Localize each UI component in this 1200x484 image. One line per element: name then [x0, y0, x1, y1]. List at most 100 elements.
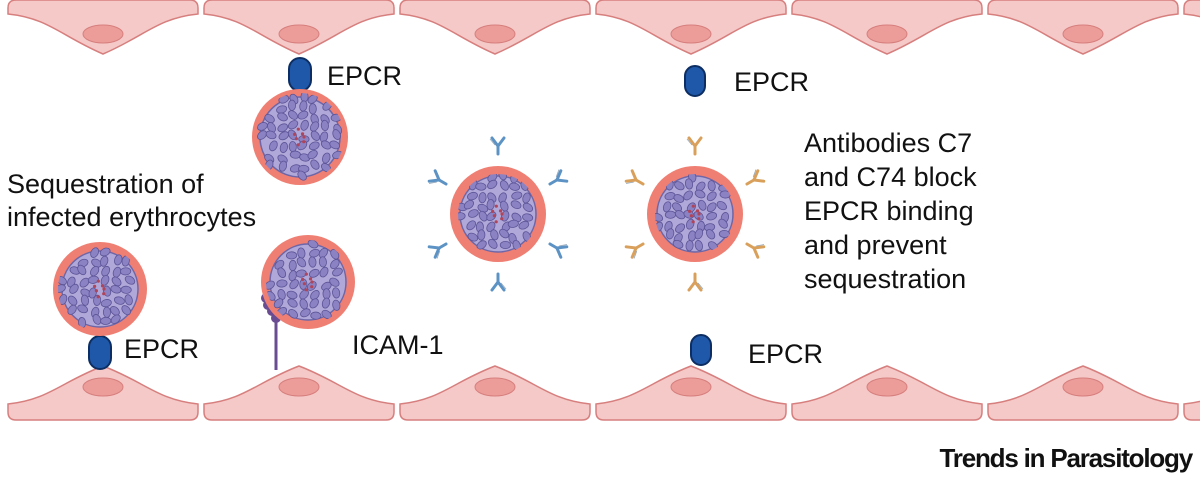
parasite-blob — [286, 290, 298, 300]
parasite-blob — [277, 288, 286, 300]
cell-nucleus — [866, 24, 908, 44]
parasite-blob — [297, 140, 308, 151]
parasite-blob — [308, 256, 317, 268]
parasite-blob — [330, 259, 340, 270]
parasite-blob — [287, 120, 299, 130]
antibody-icon — [687, 272, 704, 292]
parasite-blob — [77, 264, 87, 276]
parasite-blob — [694, 240, 703, 252]
epcr-receptor-top-left — [288, 57, 312, 92]
parasite-blob — [310, 290, 320, 301]
parasite-blob — [297, 110, 309, 120]
erythrocyte-bound-top — [252, 89, 348, 185]
antibody-icon — [548, 242, 569, 259]
parasite-blob — [278, 160, 288, 172]
parasite-core-dot — [301, 277, 305, 281]
parasite-blob — [273, 298, 284, 309]
antibodies-label-line-5: sequestration — [804, 264, 967, 294]
parasite-blob — [113, 296, 125, 305]
parasite-blob — [490, 229, 499, 241]
parasite-blob — [77, 304, 88, 314]
parasite-blob — [318, 256, 327, 268]
epcr-label-top-right: EPCR — [734, 67, 810, 97]
parasite-blob — [300, 308, 311, 318]
parasite-blob — [288, 141, 297, 153]
parasite-blob — [321, 297, 331, 309]
parasite-blob — [329, 140, 341, 150]
cell-nucleus — [474, 377, 516, 397]
endothelium-bottom — [7, 365, 1200, 421]
parasite-blob — [92, 314, 102, 325]
parasite-core-dot — [302, 135, 306, 139]
parasite-blob — [288, 309, 299, 319]
parasite-blob — [507, 219, 519, 228]
parasite-blob — [332, 287, 341, 299]
parasite-blob — [478, 192, 487, 204]
parasite-blob — [279, 142, 288, 154]
parasite-blob — [277, 123, 289, 133]
parasite-blob — [257, 130, 267, 140]
parasite-blob — [288, 99, 297, 111]
erythrocyte-bound-icam — [261, 235, 355, 329]
parasite-blob — [308, 141, 320, 151]
parasite-blob — [466, 191, 478, 201]
parasite-blob — [297, 170, 307, 181]
journal-credit: Trends in Parasitology — [939, 443, 1194, 473]
parasite-blob — [309, 298, 319, 309]
cell-nucleus — [1062, 24, 1104, 44]
parasite-blob — [101, 265, 111, 277]
parasite-blob — [684, 178, 694, 190]
parasite-blob — [87, 275, 99, 284]
parasite-core-dot — [492, 214, 496, 218]
parasite-blob — [310, 159, 320, 170]
parasite-blob — [58, 294, 68, 305]
cell-nucleus — [474, 24, 516, 44]
parasite-blob — [322, 152, 331, 164]
parasite-blob — [264, 114, 275, 124]
parasite-core-dot — [102, 292, 106, 296]
parasite-blob — [289, 279, 299, 290]
antibody-icon — [745, 242, 766, 259]
cell-nucleus — [670, 377, 712, 397]
epcr-label-top-left: EPCR — [327, 61, 403, 91]
parasite-blob — [508, 182, 521, 191]
cell-nucleus — [670, 24, 712, 44]
parasite-blob — [289, 150, 301, 159]
parasite-blob — [522, 213, 534, 222]
parasite-core-dot — [691, 220, 695, 224]
parasite-blob — [511, 191, 523, 200]
epcr-label-bottom-right: EPCR — [748, 339, 824, 369]
parasite-core-dot — [302, 140, 306, 144]
parasite-blob — [487, 179, 498, 190]
parasite-blob — [286, 251, 298, 260]
antibodies-label-line-1: Antibodies C7 — [804, 128, 973, 158]
parasite-blob — [518, 220, 530, 230]
parasite-blob — [99, 247, 111, 257]
parasite-core-dot — [100, 284, 105, 288]
parasite-blob — [707, 180, 716, 192]
parasite-blob — [486, 199, 495, 211]
parasite-core-dot — [691, 204, 695, 208]
cell-nucleus — [82, 377, 124, 397]
parasite-blob — [675, 223, 686, 233]
parasite-blob — [88, 287, 97, 299]
parasite-blob — [111, 276, 122, 287]
parasite-blob — [467, 209, 479, 218]
antibody-icon — [427, 169, 448, 186]
parasite-blob — [300, 119, 309, 131]
parasite-blob — [673, 194, 685, 203]
parasite-blob — [110, 306, 120, 316]
parasite-core-dot — [304, 272, 308, 276]
parasite-blob — [309, 121, 320, 132]
parasite-blob — [477, 229, 486, 241]
parasite-blob — [522, 202, 534, 212]
cell-nucleus — [278, 24, 320, 44]
parasite-blob — [486, 221, 496, 232]
cell-nucleus — [866, 377, 908, 397]
parasite-blob — [67, 295, 78, 306]
parasite-blob — [120, 267, 132, 276]
parasite-blob — [114, 254, 123, 266]
parasite-blob — [110, 285, 122, 294]
parasite-blob — [478, 210, 488, 222]
